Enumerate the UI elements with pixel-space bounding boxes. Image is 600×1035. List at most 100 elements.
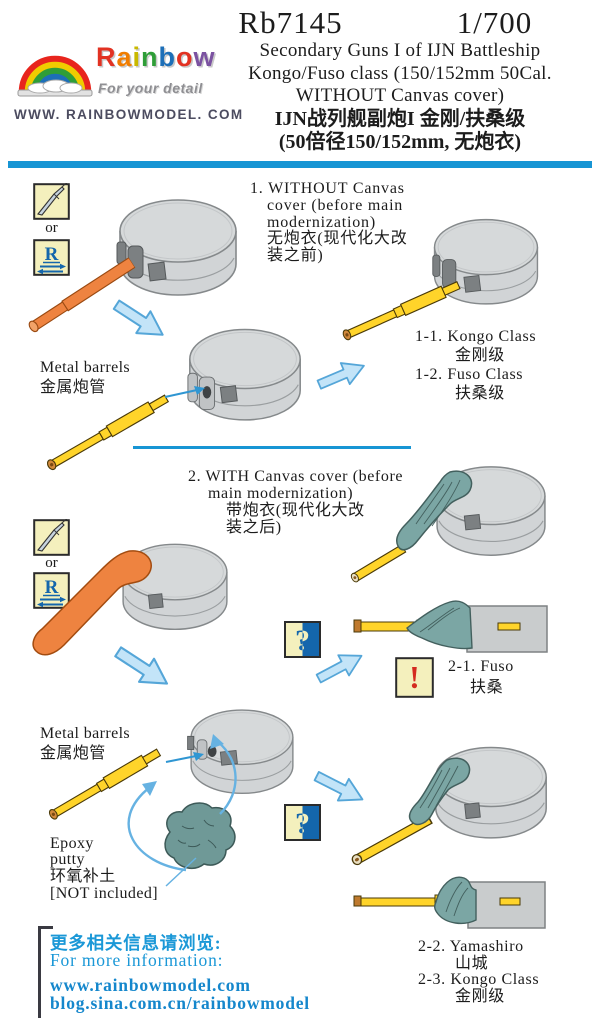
epoxy-putty-label: Epoxy putty 环氧补土 [NOT included] <box>50 835 158 903</box>
barrel-assembly-side-view <box>353 876 546 929</box>
insert-arrow-icon <box>164 386 205 398</box>
turret-illustration <box>432 730 550 843</box>
or-label: or <box>45 220 58 236</box>
variant-line: 2-1. Fuso <box>448 658 514 675</box>
step1-heading: 1. WITHOUT Canvas cover (before main mod… <box>250 180 408 265</box>
canvas-cover <box>433 876 477 925</box>
title-line: Kongo/Fuso class (150/152mm 50Cal. <box>248 62 552 84</box>
question-icon <box>284 621 321 658</box>
insert-arrow-icon <box>165 752 204 763</box>
turret-illustration <box>115 530 235 632</box>
canvas-cover-illustration <box>395 470 473 551</box>
step2-line-cn: 带炮衣(现代化大改 <box>226 502 365 519</box>
variant-line: 1-1. Kongo Class <box>415 328 537 345</box>
step1-line: 1. WITHOUT Canvas <box>250 180 405 197</box>
barrel-assembly-side-view <box>353 600 548 653</box>
knife-icon <box>33 183 70 220</box>
muzzle-cap <box>353 619 362 633</box>
variant-line-cn: 扶桑 <box>470 679 504 696</box>
turret-illustration <box>433 452 549 558</box>
variant-line-cn: 扶桑级 <box>455 385 505 402</box>
variant-list-1: 1-1. Kongo Class 金刚级 1-2. Fuso Class 扶桑级 <box>415 327 536 403</box>
barrel-hole <box>207 745 217 757</box>
step2-line-cn: 装之后) <box>226 519 282 536</box>
footer-bracket-tick <box>38 926 53 929</box>
variant-line: 1-2. Fuso Class <box>415 366 524 383</box>
title-line: Secondary Guns I of IJN Battleship <box>259 40 541 61</box>
replace-icon <box>33 239 70 276</box>
scale-label: 1/700 <box>456 5 533 40</box>
footer-bracket <box>38 926 41 1018</box>
title-line-cn: (50倍径150/152mm, 无炮衣) <box>278 130 522 153</box>
gun-port <box>187 735 195 750</box>
footer-url-website: www.rainbowmodel.com <box>50 975 251 995</box>
epoxy-line-cn: 环氧补土 <box>50 868 116 885</box>
question-icon <box>284 804 321 841</box>
flow-arrow-icon <box>310 350 373 399</box>
variant-line: 2-3. Kongo Class <box>418 971 540 988</box>
gun-port <box>219 385 238 404</box>
step2-line: main modernization) <box>208 485 354 502</box>
brand-letter: o <box>176 42 194 72</box>
metal-barrels-cn: 金属炮管 <box>40 379 106 396</box>
brand-website: WWW. RAINBOWMODEL. COM <box>14 107 244 122</box>
step1-line: modernization) <box>267 213 376 231</box>
exclamation-icon: ! <box>395 657 434 698</box>
step2-heading: 2. WITH Canvas cover (before main modern… <box>188 468 403 536</box>
header-rule <box>8 161 592 168</box>
footer-url-blog: blog.sina.com.cn/rainbowmodel <box>50 993 310 1013</box>
product-code: Rb7145 <box>238 5 343 40</box>
step1-line-cn: 装之前) <box>267 247 324 265</box>
brand-letter: b <box>158 42 177 72</box>
step2-line: 2. WITH Canvas cover (before <box>188 468 404 485</box>
gun-port <box>147 261 167 282</box>
turret-illustration <box>116 184 240 298</box>
step1-line-cn: 无炮衣(现代化大改 <box>267 230 408 248</box>
canvas-cover-illustration <box>408 757 471 826</box>
brand-letter: R <box>96 42 117 72</box>
epoxy-putty-illustration <box>164 802 236 870</box>
epoxy-note: [NOT included] <box>50 885 158 902</box>
footer-more-info-en: For more information: <box>50 950 224 970</box>
kit-title: Secondary Guns I of IJN Battleship Kongo… <box>226 40 574 154</box>
metal-barrel-illustration <box>44 391 172 473</box>
metal-barrels-en: Metal barrels <box>40 725 131 742</box>
variant-line: 2-2. Yamashiro <box>418 938 524 955</box>
brand-tagline: For your detail <box>98 80 203 96</box>
gun-port <box>432 254 441 277</box>
title-line-cn: IJN战列舰副炮I 金刚/扶桑级 <box>274 107 526 130</box>
section-divider <box>133 446 411 449</box>
barrel-tube <box>360 897 436 907</box>
brand-letter: a <box>116 42 133 72</box>
canvas-cover <box>406 600 473 650</box>
variant-line-cn: 金刚级 <box>455 987 505 1005</box>
brand-letter: w <box>193 42 216 72</box>
variant-line-cn: 山城 <box>455 954 489 972</box>
gun-port <box>147 593 164 609</box>
exclamation-glyph: ! <box>409 659 420 695</box>
mix-flow-arrows <box>127 734 237 887</box>
variant-list-2: 2-2. Yamashiro 山城 2-3. Kongo Class 金刚级 <box>418 938 540 1005</box>
brand-wordmark: Rainbow <box>96 42 216 73</box>
turret-illustration <box>432 202 541 310</box>
barrel-stub <box>497 622 521 631</box>
barrel-hole <box>202 386 212 399</box>
epoxy-line: Epoxy <box>50 835 94 852</box>
variant-line-cn: 金刚级 <box>455 347 505 364</box>
metal-barrels-label: Metal barrels 金属炮管 <box>40 358 130 398</box>
rainbow-logo-icon <box>17 55 93 97</box>
barrel-stub <box>499 897 521 906</box>
metal-barrels-label: Metal barrels 金属炮管 <box>40 724 130 764</box>
metal-barrels-cn: 金属炮管 <box>40 745 106 762</box>
brand-letter: i <box>132 42 142 72</box>
metal-barrels-en: Metal barrels <box>40 359 131 376</box>
brand-letter: n <box>141 42 159 72</box>
canvas-cover-plastic-illustration <box>32 550 152 656</box>
gun-port <box>463 274 482 293</box>
step1-line: cover (before main <box>267 196 404 214</box>
epoxy-line: putty <box>50 851 85 868</box>
footer-more-info-cn: 更多相关信息请浏览: <box>50 933 222 953</box>
turret-illustration <box>187 312 304 425</box>
or-label: or <box>45 555 58 571</box>
